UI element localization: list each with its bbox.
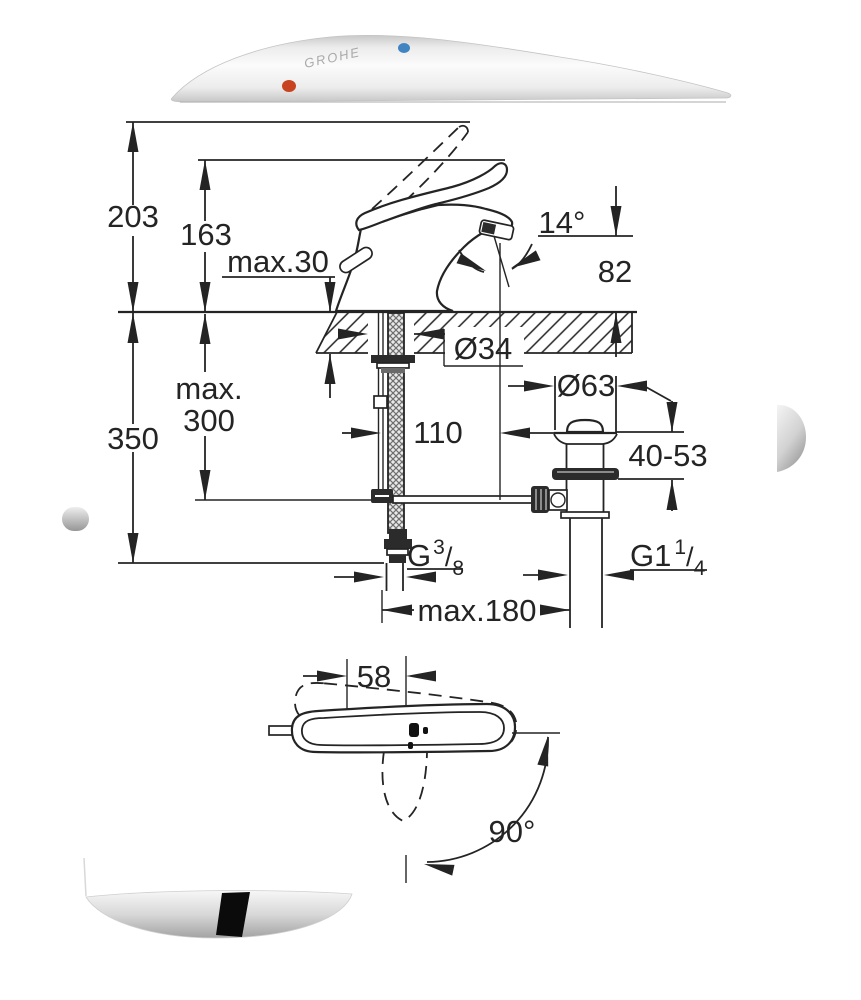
spout-tilt-axis (493, 235, 510, 288)
thread-g38-label: G3/8 (407, 536, 464, 580)
dimension-lines (127, 122, 707, 616)
g38-base: G (407, 538, 431, 573)
g114-denominator: 4 (694, 557, 706, 580)
pop-up-rod (371, 313, 393, 503)
dim-110-label: 110 (413, 415, 462, 450)
dia34-label-box (445, 327, 524, 365)
dim-max300-label-line2: 300 (183, 403, 235, 438)
aerator (478, 219, 515, 241)
handle-marker-small-right (423, 727, 428, 734)
g114-numerator: 1 (674, 536, 686, 559)
g114-slash: / (686, 542, 694, 572)
g38-numerator: 3 (433, 536, 445, 559)
dim-203-label: 203 (107, 199, 159, 234)
hot-indicator-dot (282, 80, 296, 92)
dim-max30-label: max.30 (227, 244, 329, 279)
dim-dia63-label: Ø63 (557, 368, 616, 403)
pop-up-pull-knob (339, 246, 373, 274)
dim-90deg-label: 90° (489, 814, 536, 849)
top-view-drawing: 58 90° (268, 656, 560, 883)
handle-marker-small-bottom (408, 742, 413, 749)
g38-slash: / (445, 542, 453, 572)
dim-350-label: 350 (107, 421, 159, 456)
dim-4053-label: 40-53 (628, 438, 707, 473)
mounting-hardware (371, 355, 415, 373)
photo-fragment-left-capsule (62, 507, 89, 531)
disc-black-stripe (216, 892, 250, 937)
pop-up-linkage-rod (392, 495, 534, 504)
faucet-handle (355, 162, 509, 232)
dim-dia34-label: Ø34 (454, 331, 513, 366)
side-view-drawing: 203 163 max.30 14° 82 350 max. 300 Ø34 Ø… (107, 121, 708, 628)
g114-base: G1 (630, 538, 671, 573)
g38-denominator: 8 (452, 557, 464, 580)
handle-marker-large (409, 723, 419, 737)
faucet-body (334, 203, 514, 313)
hose-connector-g38 (381, 529, 412, 623)
handle-photo-blade (170, 34, 732, 103)
dim-max180-label: max.180 (418, 593, 537, 628)
handle-photo: GROHE (170, 34, 732, 103)
deck-section (118, 310, 637, 354)
photo-fragment-right-cone (777, 404, 806, 472)
spout-downward-dashed (381, 750, 428, 822)
photo-fragment-bottom-disc (83, 857, 353, 939)
cold-indicator-dot (398, 43, 410, 53)
dim-163-label: 163 (180, 217, 232, 252)
handle-top-inner-line (301, 711, 505, 747)
dim-max300-label-line1: max. (175, 371, 242, 406)
dim-82-label: 82 (598, 254, 632, 289)
dim-14deg-label: 14° (539, 205, 586, 240)
drain-assembly (531, 418, 619, 628)
